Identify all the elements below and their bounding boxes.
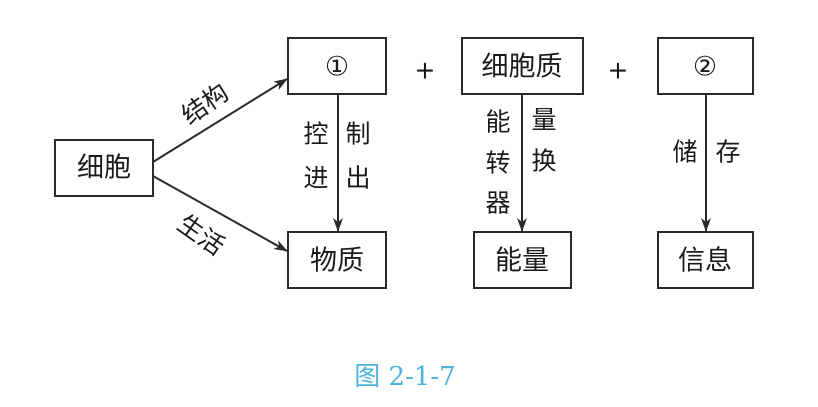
node-label: ① — [325, 52, 349, 83]
label-control-char: 出 — [345, 164, 370, 193]
label-energy-char: 转 — [485, 149, 510, 178]
label-energy-char: 器 — [485, 189, 510, 218]
node-label: 细胞质 — [482, 52, 563, 83]
label-life: 生活 — [172, 209, 230, 261]
node-blank2: ② — [657, 37, 754, 95]
plus-sign: + — [415, 56, 436, 85]
node-label: 细胞 — [77, 153, 131, 184]
label-structure: 结构 — [176, 78, 234, 130]
plus-sign: + — [608, 56, 629, 85]
label-store-char: 储 — [672, 138, 697, 167]
node-matter: 物质 — [287, 231, 387, 289]
arrow-cell-to-blank1 — [152, 78, 288, 163]
node-label: 物质 — [310, 246, 364, 277]
arrow-cell-to-matter — [152, 175, 288, 252]
node-cytoplasm: 细胞质 — [461, 37, 584, 95]
label-store-char: 存 — [715, 138, 740, 167]
label-energy-char: 能 — [485, 108, 510, 137]
node-information: 信息 — [657, 231, 754, 289]
label-energy-char: 量 — [531, 106, 556, 135]
label-control-char: 制 — [345, 120, 370, 149]
node-energy: 能量 — [473, 231, 572, 289]
label-control-char: 控 — [303, 120, 328, 149]
node-blank1: ① — [287, 37, 387, 95]
node-label: ② — [693, 52, 717, 83]
node-label: 信息 — [678, 246, 732, 277]
node-label: 能量 — [495, 246, 549, 277]
figure-caption: 图 2-1-7 — [354, 362, 455, 392]
node-cell: 细胞 — [54, 139, 154, 197]
label-control-char: 进 — [303, 164, 328, 193]
label-energy-char: 换 — [531, 147, 556, 176]
